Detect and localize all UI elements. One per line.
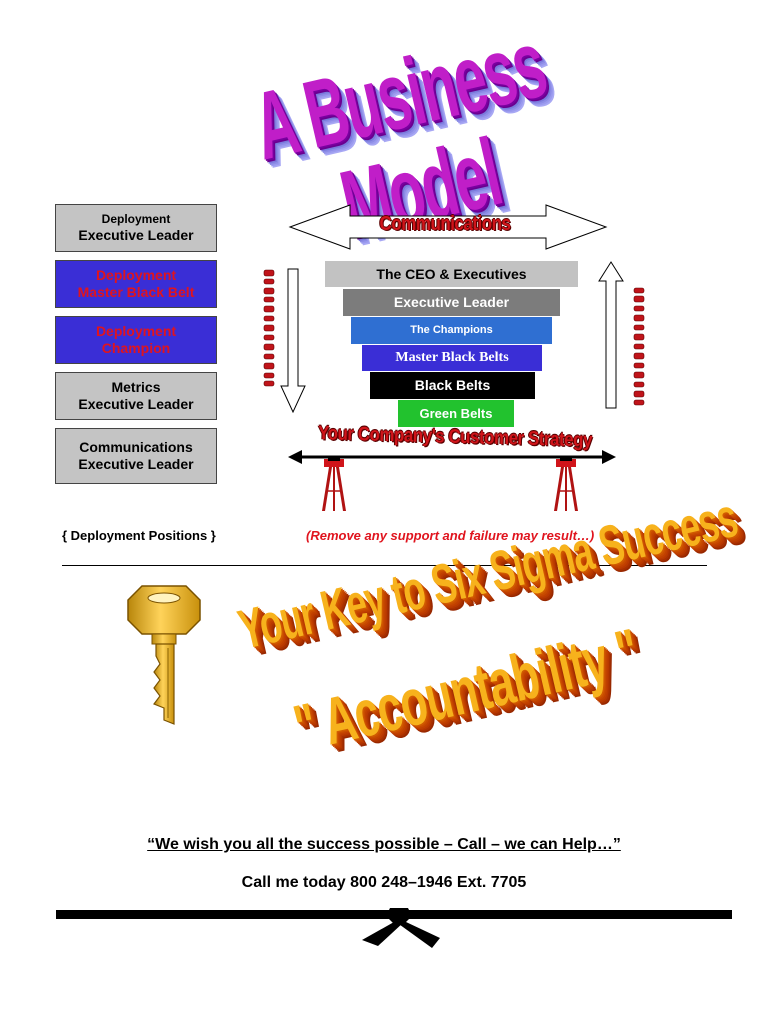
position-line2: Executive Leader: [78, 227, 194, 243]
position-box-deployment-executive-leader: Deployment Executive Leader: [55, 204, 217, 252]
strategy-beam: [288, 450, 616, 464]
wish-text: “We wish you all the success possible – …: [147, 836, 621, 853]
position-line1: Deployment: [101, 212, 171, 226]
pyramid-tier-black-belts: Black Belts: [370, 372, 535, 399]
tripod-icon: [554, 457, 578, 511]
bow-tie-divider-icon: [56, 908, 732, 948]
position-box-metrics-executive-leader: Metrics Executive Leader: [55, 372, 217, 420]
support-caption: (Remove any support and failure may resu…: [306, 528, 595, 543]
position-line2: Executive Leader: [78, 396, 194, 412]
up-arrow-icon: [598, 261, 624, 409]
position-line1: Deployment: [95, 323, 177, 339]
position-line2: Executive Leader: [78, 456, 194, 472]
pyramid-tier-green-belts: Green Belts: [398, 400, 514, 427]
position-line1: Metrics: [111, 379, 161, 395]
down-arrow-icon: [280, 268, 306, 413]
communications-label: Communications: [379, 212, 511, 235]
position-line1: Communications: [79, 439, 193, 455]
side-wordart-left: [262, 268, 276, 388]
tripod-icon: [322, 457, 346, 511]
position-line2: Master Black Belt: [77, 284, 195, 300]
divider-line: [62, 565, 707, 566]
double-arrow-icon: [288, 204, 608, 250]
pyramid-tier-ceo: The CEO & Executives: [325, 261, 578, 287]
pyramid-tier-champions: The Champions: [351, 317, 552, 344]
position-line2: Champion: [101, 340, 171, 356]
pyramid-tier-executive-leader: Executive Leader: [343, 289, 560, 316]
call-text: Call me today 800 248–1946 Ext. 7705: [241, 874, 527, 891]
position-line1: Deployment: [95, 267, 177, 283]
position-box-deployment-master-black-belt: Deployment Master Black Belt: [55, 260, 217, 308]
vertical-wordart-icon: [263, 269, 275, 387]
key-slogan: Your Key to Six Sigma Success: [232, 484, 743, 662]
positions-caption: { Deployment Positions }: [62, 528, 216, 543]
position-box-deployment-champion: Deployment Champion: [55, 316, 217, 364]
position-box-communications-executive-leader: Communications Executive Leader: [55, 428, 217, 484]
pyramid-tier-master-black-belts: Master Black Belts: [362, 345, 542, 371]
vertical-wordart-icon: [633, 287, 645, 406]
side-wordart-right: [632, 286, 646, 406]
key-icon: [127, 585, 201, 725]
title-wordart: A Business Model: [235, 10, 585, 259]
